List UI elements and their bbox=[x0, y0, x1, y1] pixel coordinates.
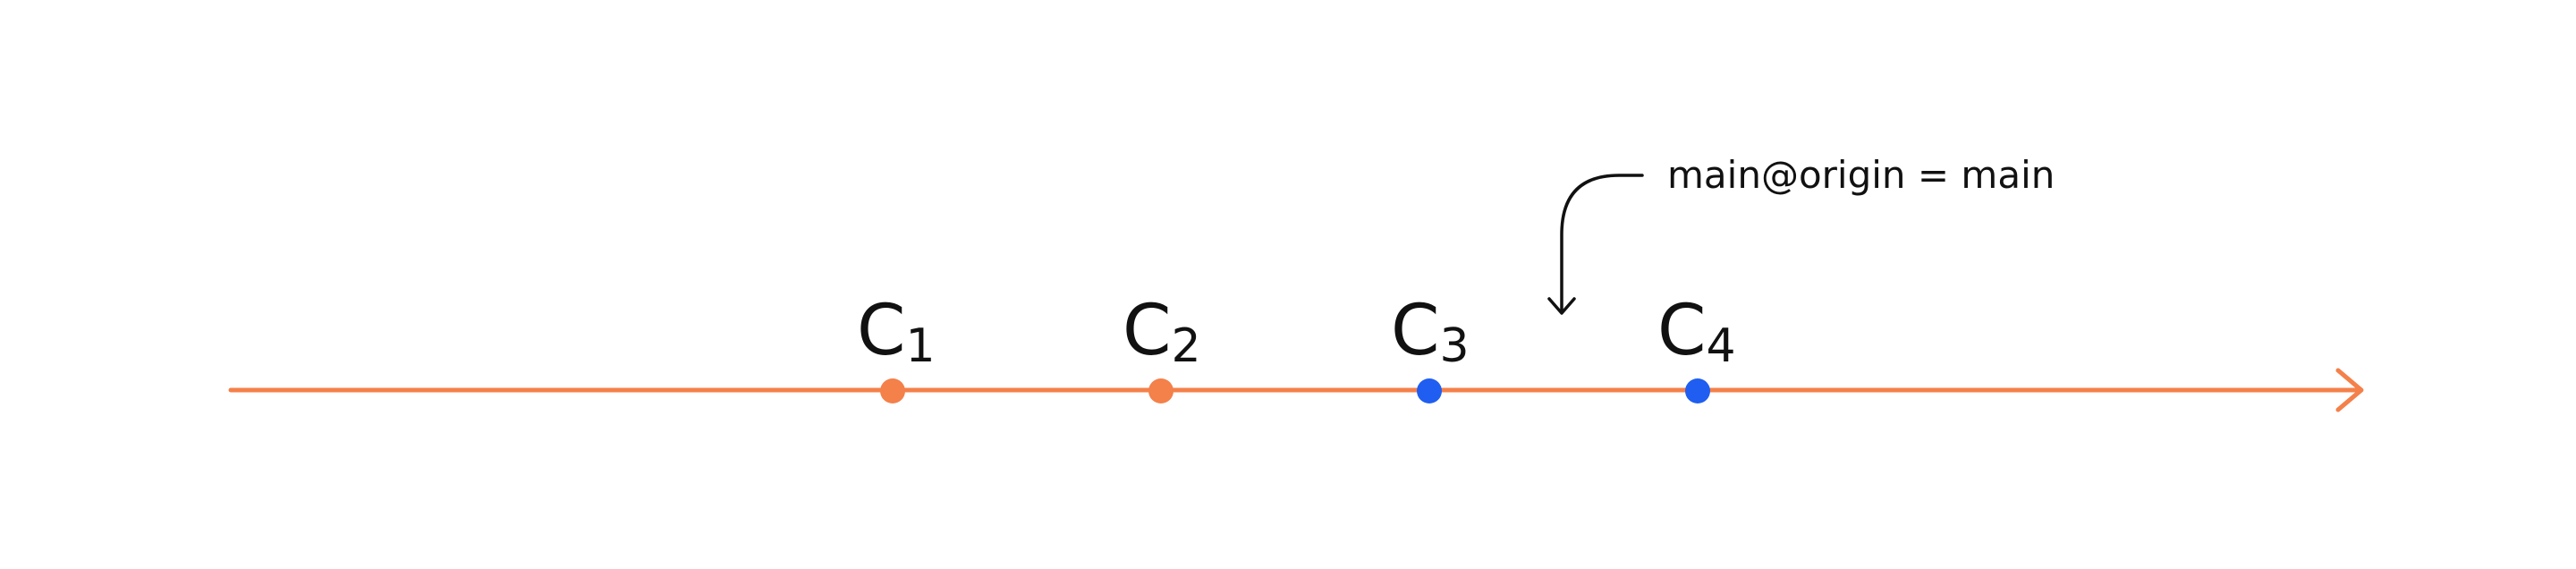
commit-letter: C bbox=[1391, 291, 1439, 371]
commit-dot-c1 bbox=[880, 378, 905, 403]
commit-label-c2: C2 bbox=[1123, 291, 1201, 373]
commit-letter: C bbox=[1657, 291, 1706, 371]
annotation-label: main@origin = main bbox=[1667, 153, 2055, 197]
timeline-arrowhead bbox=[2335, 368, 2364, 412]
commit-subscript: 4 bbox=[1706, 319, 1735, 373]
annotation: main@origin = main bbox=[1547, 153, 2055, 315]
commit-subscript: 1 bbox=[905, 319, 935, 373]
commit-label-c1: C1 bbox=[857, 291, 936, 373]
commit-dots bbox=[880, 378, 1710, 403]
annotation-arrowhead bbox=[1547, 297, 1576, 315]
commit-letter: C bbox=[857, 291, 905, 371]
commit-subscript: 2 bbox=[1171, 319, 1200, 373]
commit-labels: C1 C2 C3 C4 bbox=[857, 291, 1736, 373]
commit-dot-c4 bbox=[1685, 378, 1710, 403]
commit-label-c4: C4 bbox=[1657, 291, 1736, 373]
commit-letter: C bbox=[1123, 291, 1171, 371]
commit-dot-c3 bbox=[1417, 378, 1442, 403]
commit-dot-c2 bbox=[1148, 378, 1174, 403]
annotation-curved-arrow bbox=[1560, 174, 1644, 313]
commit-label-c3: C3 bbox=[1391, 291, 1470, 373]
commit-subscript: 3 bbox=[1439, 319, 1469, 373]
